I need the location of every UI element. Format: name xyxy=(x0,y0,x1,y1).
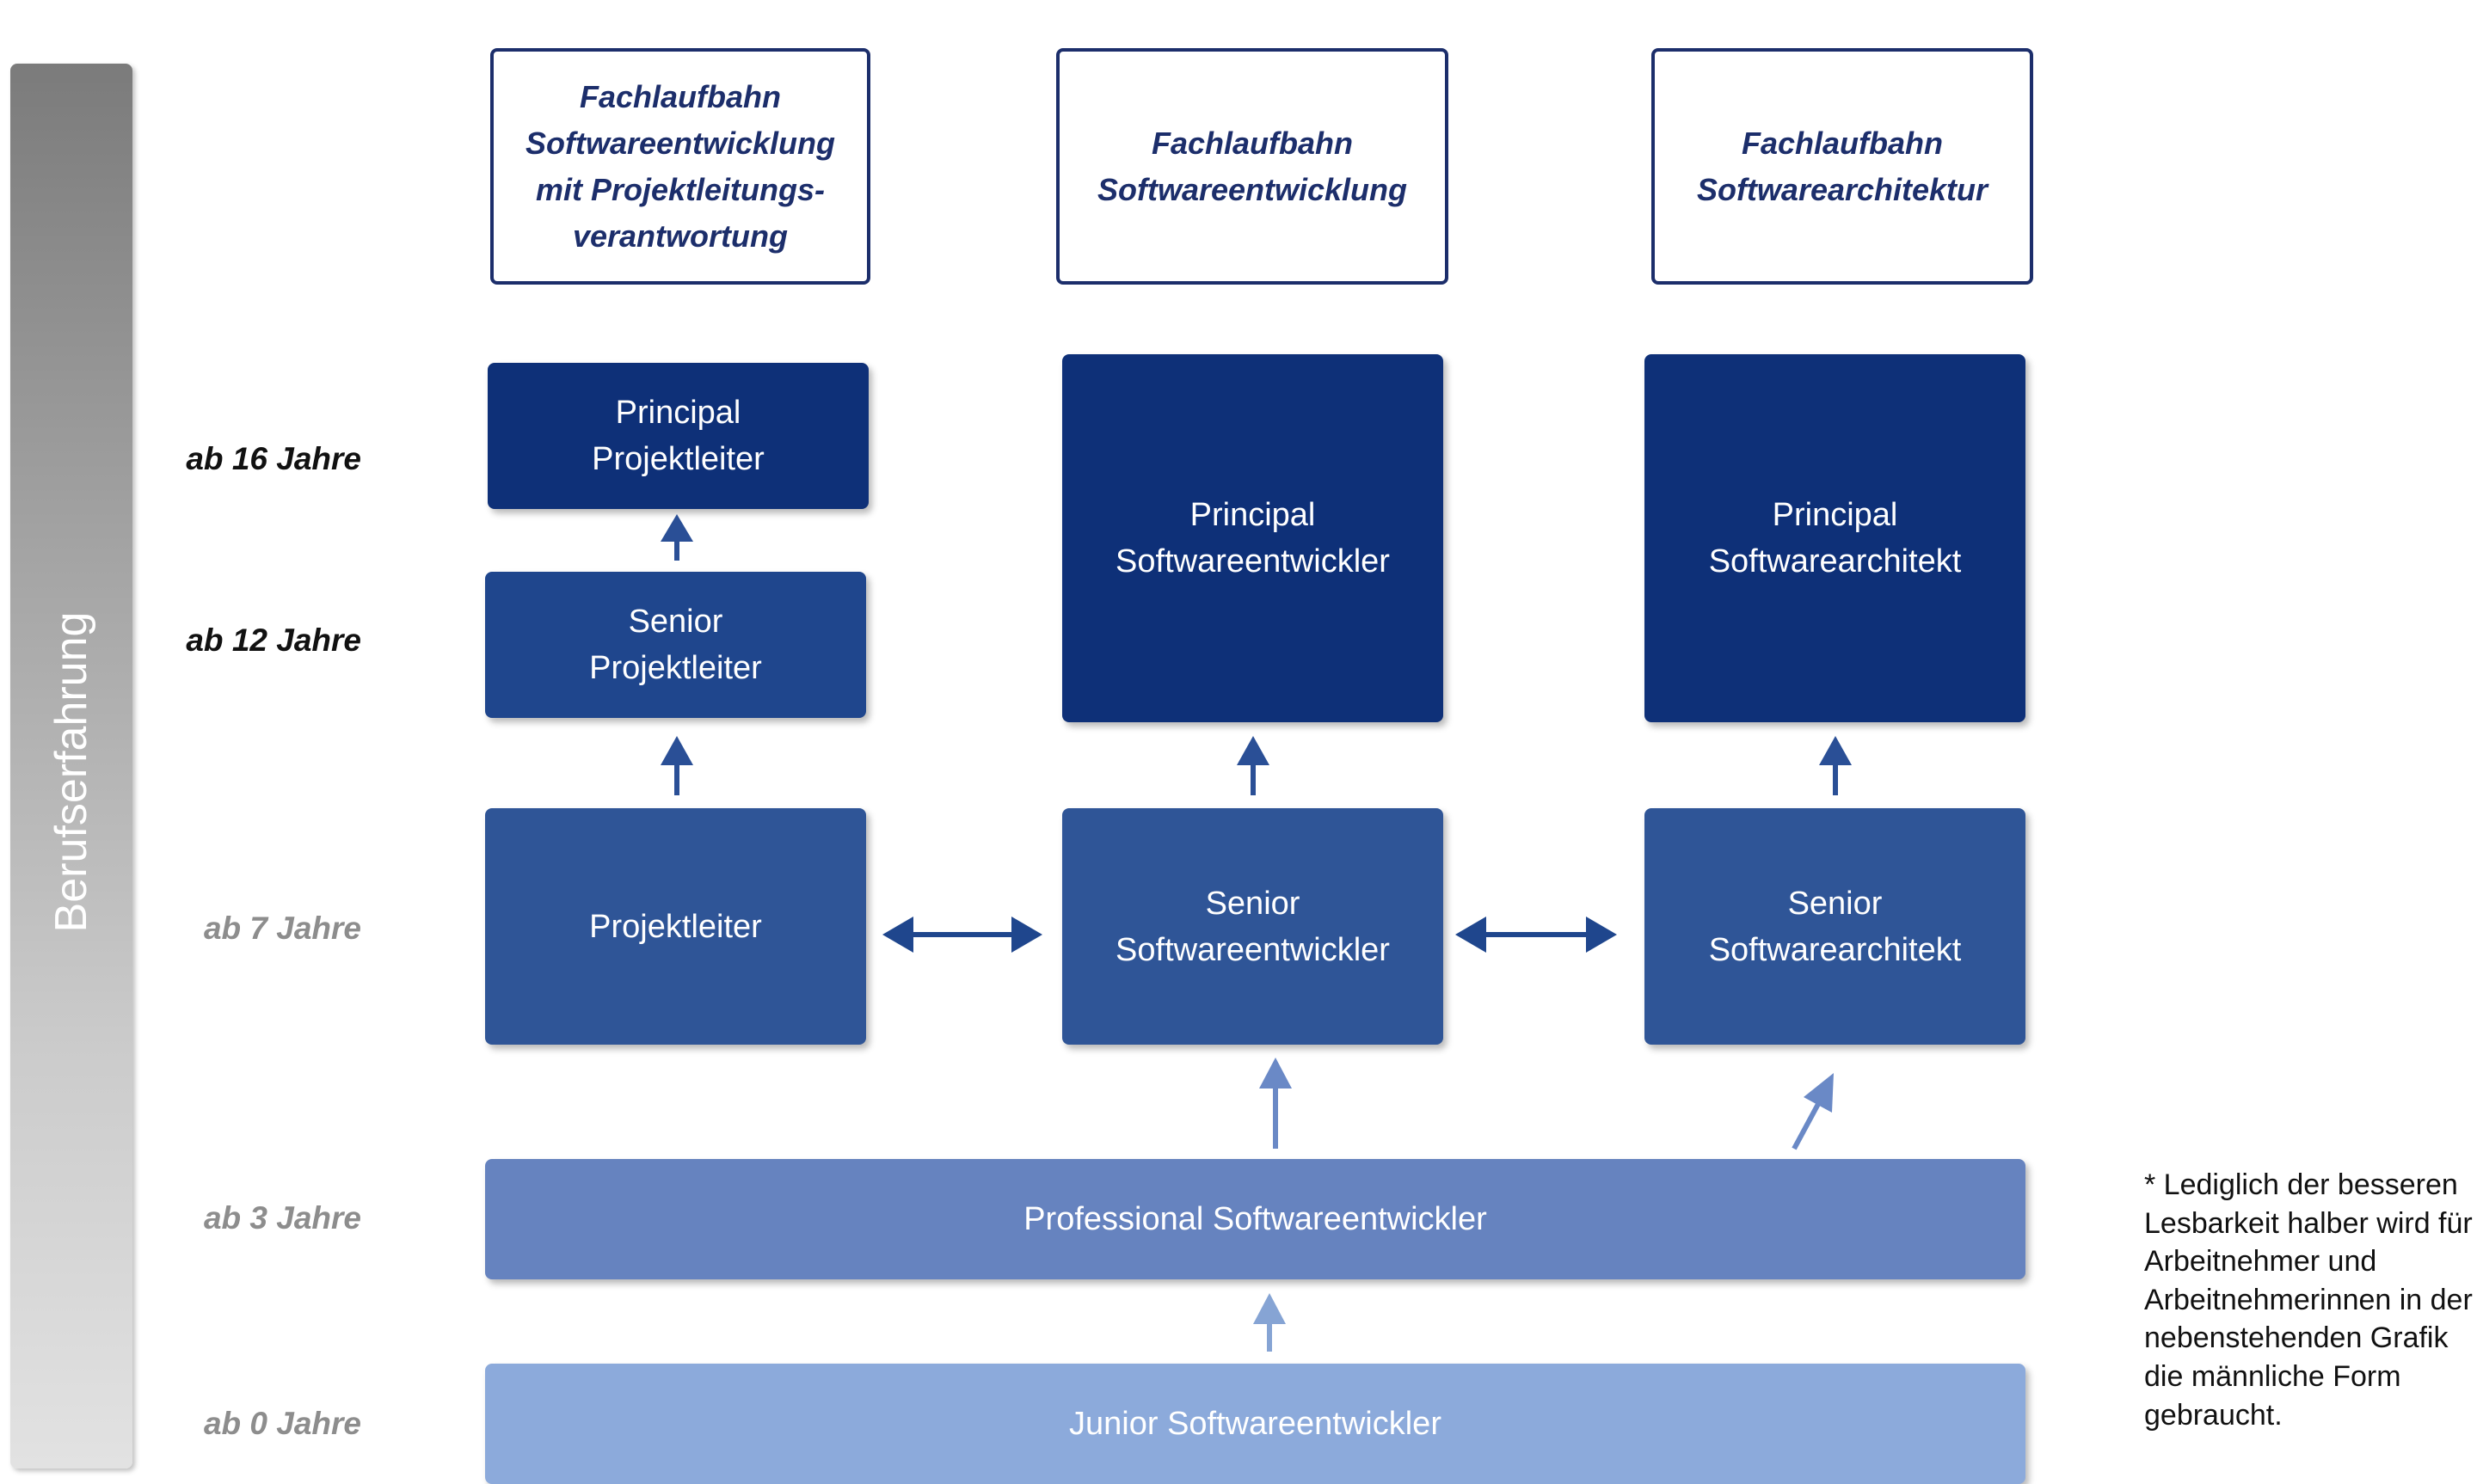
arrow-up-icon xyxy=(661,736,693,795)
role-principal-projektleiter-label: Principal Projektleiter xyxy=(592,395,765,477)
track-projektleitung-header: Fachlaufbahn Softwareentwicklung mit Pro… xyxy=(490,48,870,285)
year-label-16: ab 16 Jahre xyxy=(186,441,361,476)
role-projektleiter-label: Projektleiter xyxy=(589,908,762,945)
arrow-up-icon xyxy=(661,514,693,561)
role-senior-softwarearchitekt: Senior Softwarearchitekt xyxy=(1644,808,2025,1045)
experience-bar xyxy=(10,64,132,1469)
role-professional-softwareentwickler: Professional Softwareentwickler xyxy=(485,1159,2025,1279)
role-principal-softwareentwickler: Principal Softwareentwickler xyxy=(1062,354,1443,722)
role-senior-projektleiter: Senior Projektleiter xyxy=(485,572,866,718)
role-junior-label: Junior Softwareentwickler xyxy=(1069,1406,1441,1442)
arrow-up-icon xyxy=(1237,736,1269,795)
arrow-up-icon xyxy=(1259,1058,1292,1149)
role-senior-projektleiter-label: Senior Projektleiter xyxy=(589,604,762,686)
role-senior-softwareentwickler: Senior Softwareentwickler xyxy=(1062,808,1443,1045)
role-senior-softwareentwickler-label: Senior Softwareentwickler xyxy=(1116,885,1390,968)
year-label-7: ab 7 Jahre xyxy=(203,911,361,946)
role-principal-softwareentwickler-label: Principal Softwareentwickler xyxy=(1116,497,1390,579)
role-principal-softwarearchitekt-label: Principal Softwarearchitekt xyxy=(1708,497,1962,579)
year-label-12: ab 12 Jahre xyxy=(186,622,361,658)
footnote: * Lediglich der besseren Lesbarkeit halb… xyxy=(2144,1168,2473,1432)
track-softwareentwicklung-title: Fachlaufbahn Softwareentwicklung xyxy=(1097,125,1408,207)
track-softwarearchitektur-header: Fachlaufbahn Softwarearchitektur xyxy=(1651,48,2033,285)
role-principal-softwarearchitekt: Principal Softwarearchitekt xyxy=(1644,354,2025,722)
arrow-up-icon xyxy=(1253,1293,1286,1352)
role-principal-projektleiter: Principal Projektleiter xyxy=(488,363,869,509)
role-professional-label: Professional Softwareentwickler xyxy=(1023,1201,1487,1237)
track-projektleitung-title: Fachlaufbahn Softwareentwicklung mit Pro… xyxy=(525,78,836,254)
role-junior-softwareentwickler: Junior Softwareentwickler xyxy=(485,1364,2025,1484)
year-label-3: ab 3 Jahre xyxy=(203,1200,361,1236)
role-senior-softwarearchitekt-label: Senior Softwarearchitekt xyxy=(1708,885,1962,968)
arrow-up-icon xyxy=(1819,736,1852,795)
track-softwareentwicklung-header: Fachlaufbahn Softwareentwicklung xyxy=(1056,48,1448,285)
role-projektleiter: Projektleiter xyxy=(485,808,866,1045)
arrow-diagonal-up-icon xyxy=(1792,1073,1834,1150)
arrow-bidirectional-icon xyxy=(1455,917,1617,953)
year-label-0: ab 0 Jahre xyxy=(203,1406,361,1441)
track-softwarearchitektur-title: Fachlaufbahn Softwarearchitektur xyxy=(1696,125,1988,207)
arrow-bidirectional-icon xyxy=(882,917,1042,953)
